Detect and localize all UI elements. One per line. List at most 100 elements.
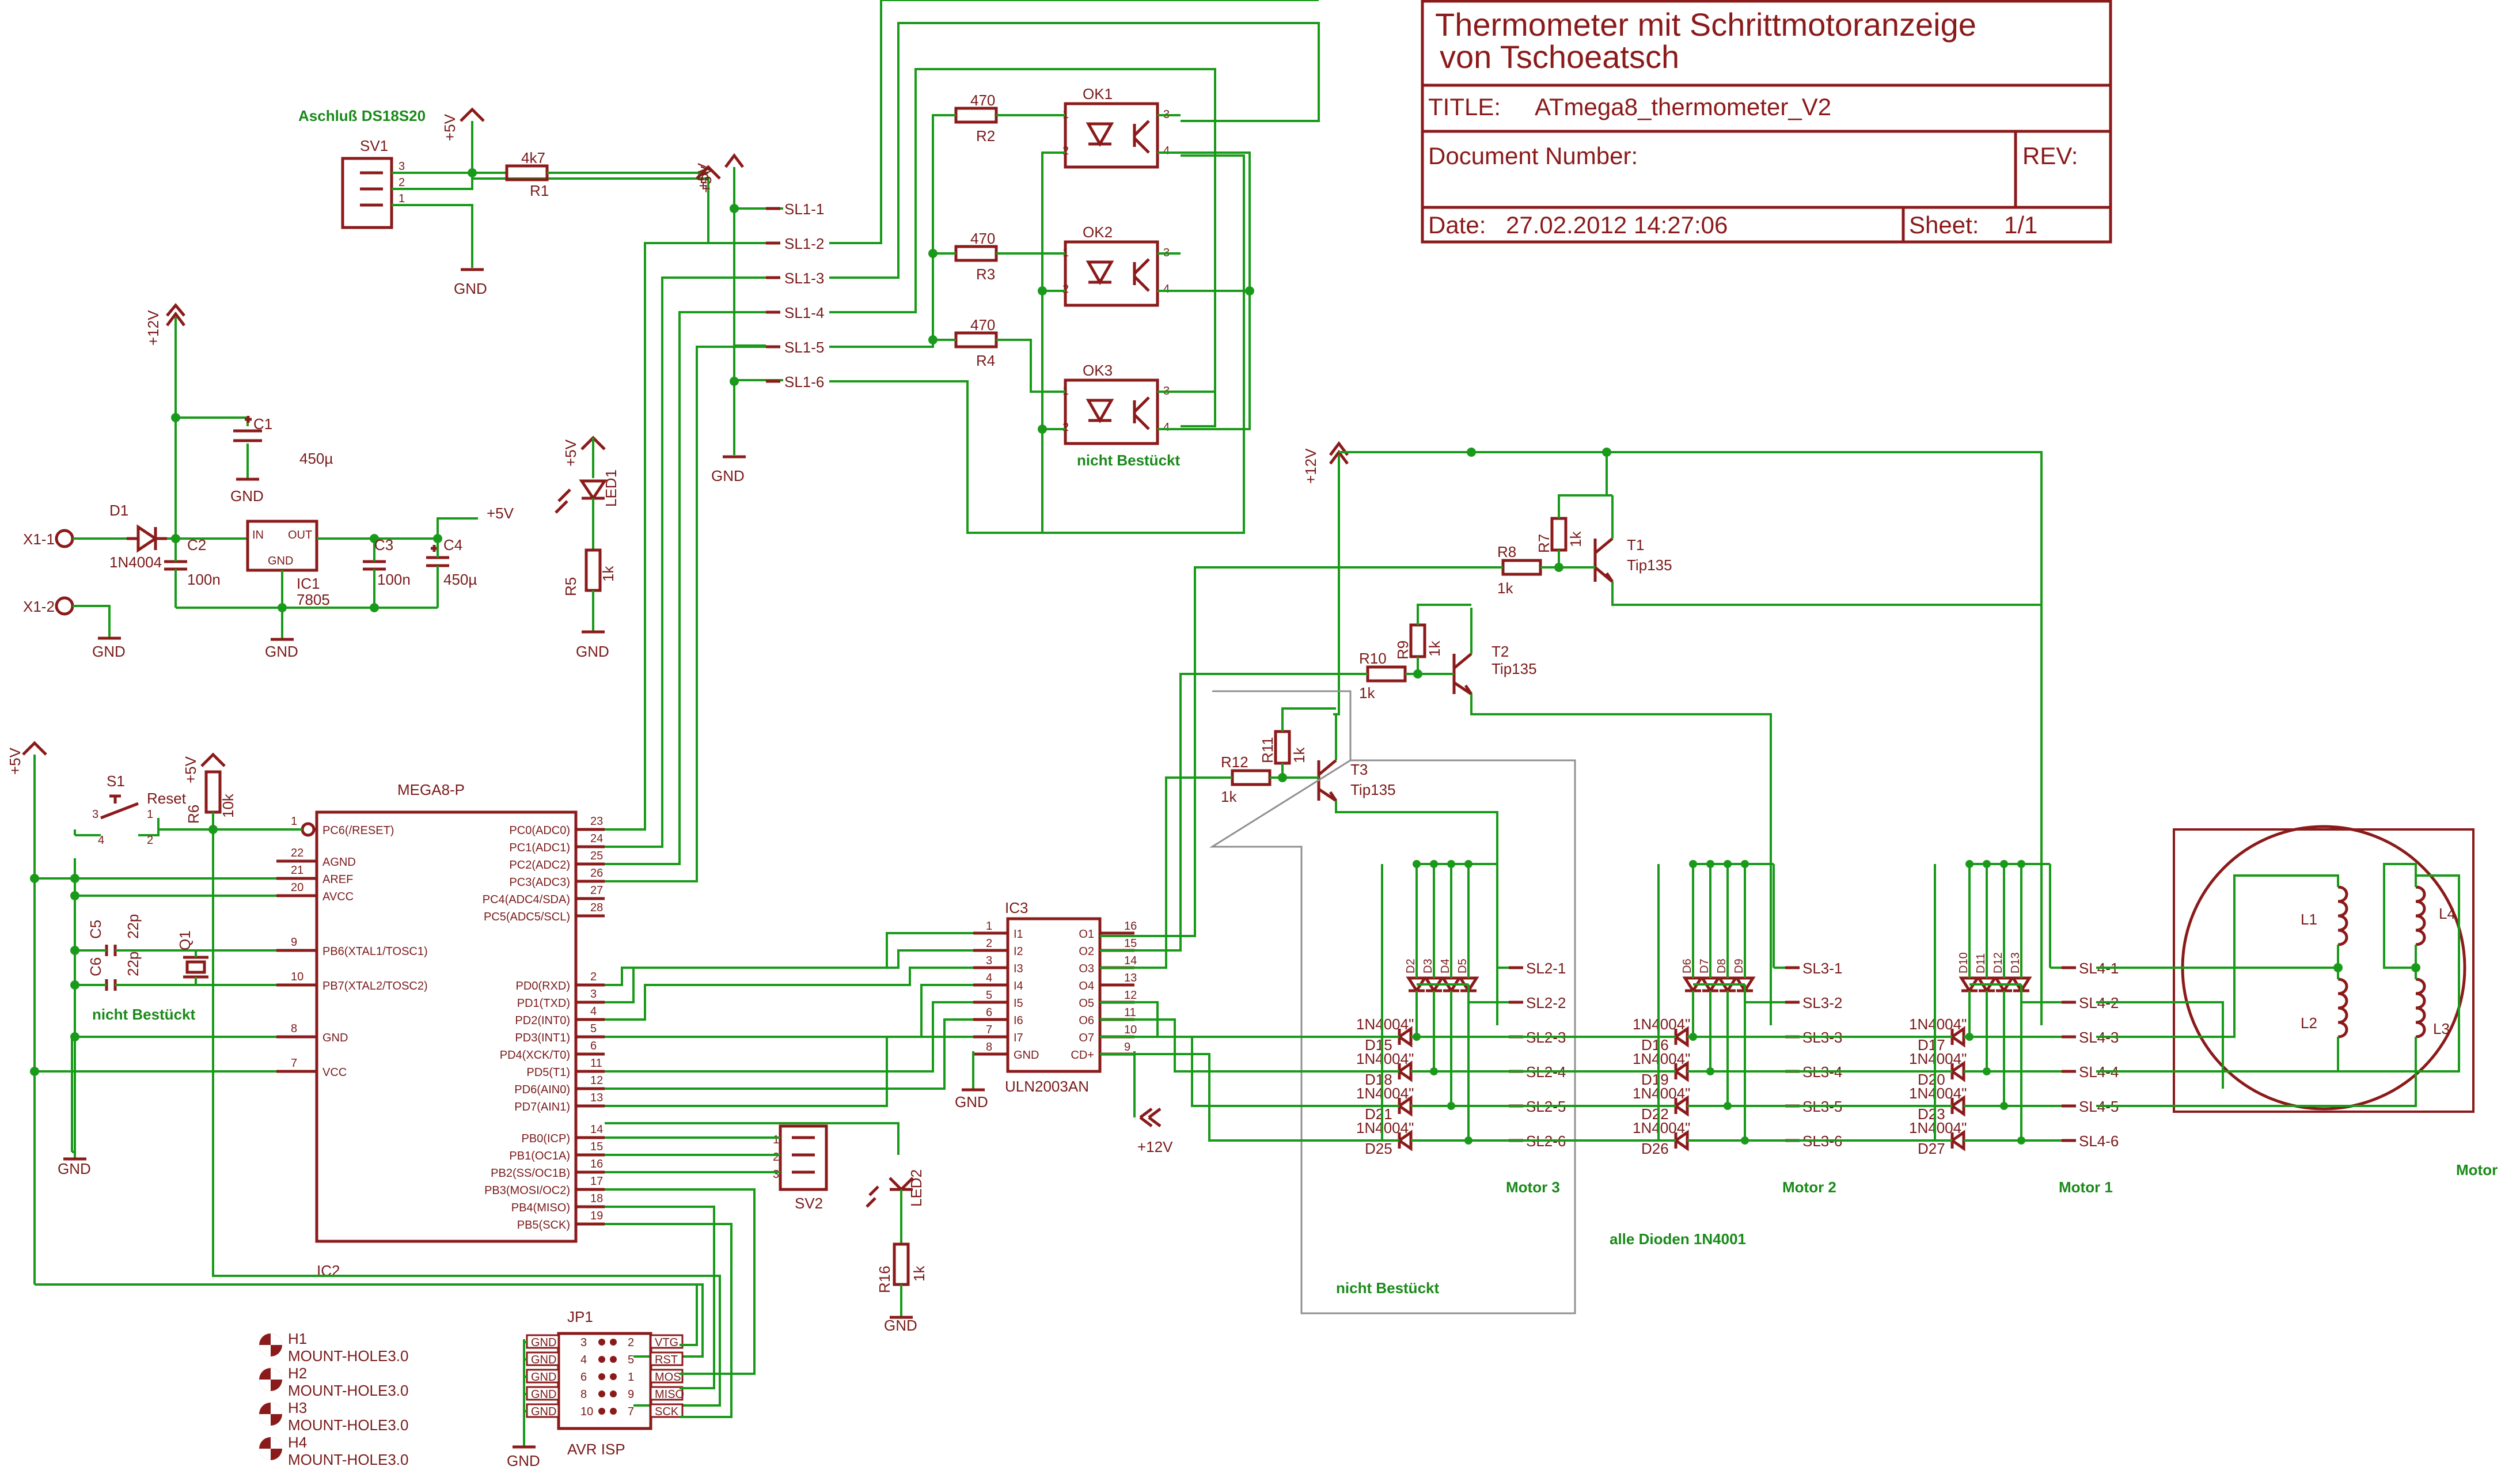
mega-pin-right: 18 [590, 1192, 603, 1205]
diode-type-label: 1N4004" [1356, 1119, 1414, 1136]
r16-resistor [893, 1242, 910, 1286]
optocouplers: OK1 1 2 3 4 OK2 1 2 3 4 OK3 1 2 3 4 nich… [928, 85, 1254, 533]
jp1-left-label: GND [531, 1336, 556, 1349]
uln-pinname-right: O1 [1079, 928, 1094, 941]
svg-text:SL1-5: SL1-5 [784, 339, 824, 356]
diode-label: D27 [1918, 1140, 1945, 1157]
title-line1: Thermometer mit Schrittmotoranzeige [1435, 6, 1976, 43]
svg-text:OK2: OK2 [1083, 223, 1113, 241]
svg-text:4k7: 4k7 [521, 149, 545, 166]
c1-cap [233, 416, 262, 442]
mega-pinname-right: PB0(ICP) [522, 1132, 570, 1145]
svg-text:2: 2 [1062, 421, 1069, 434]
mega-pinname-right: PD7(AIN1) [514, 1101, 570, 1113]
svg-text:+5V: +5V [441, 113, 458, 141]
svg-text:Tip135: Tip135 [1350, 781, 1396, 798]
sheet-label: Sheet: [1909, 211, 1979, 238]
mega-pinname-right: PB5(SCK) [517, 1219, 570, 1232]
svg-text:SL1-4: SL1-4 [784, 304, 824, 321]
diode-top-label: D8 [1716, 958, 1728, 973]
svg-text:C1: C1 [253, 415, 272, 433]
r4-resistor [954, 331, 998, 348]
uln-pinname-left: I1 [1014, 928, 1023, 941]
jp1-left-pin: 10 [580, 1405, 593, 1418]
ok1-optocoupler [1064, 102, 1159, 169]
svg-text:2: 2 [1062, 283, 1069, 295]
mega-pinname-left: GND [322, 1032, 348, 1044]
mega-pin-right: 26 [590, 867, 603, 880]
uln-pinname-left: GND [1014, 1049, 1039, 1062]
svg-text:+5V: +5V [6, 747, 24, 775]
mega-pin-left: 8 [291, 1022, 297, 1035]
uln-pinname-right: CD+ [1071, 1049, 1094, 1062]
sl1-connector: +5V GND SL1-1 SL1-2 SL1-3 SL1-4 SL1-5 SL… [605, 0, 1320, 882]
mega-pin-left: 20 [291, 881, 303, 894]
svg-text:SV1: SV1 [360, 137, 388, 154]
mega-pin-right: 6 [590, 1040, 597, 1052]
uln-pinname-right: O4 [1079, 980, 1094, 992]
svg-text:+5V: +5V [562, 439, 579, 467]
svg-text:C4: C4 [443, 536, 462, 554]
svg-text:1k: 1k [1221, 788, 1237, 805]
mega-pinname-left: AVCC [322, 891, 354, 903]
uln-pin-left: 6 [986, 1006, 992, 1019]
diode-top-label: D5 [1456, 958, 1469, 973]
uln-pinname-right: O7 [1079, 1032, 1094, 1044]
led2-group: LED2 R16 1k GND [866, 1169, 928, 1334]
mega-pinname-right: PD3(INT1) [515, 1032, 570, 1044]
svg-text:ULN2003AN: ULN2003AN [1005, 1078, 1089, 1095]
svg-text:1k: 1k [599, 566, 617, 582]
mega-pin-right: 2 [590, 971, 597, 983]
r2-resistor [954, 107, 998, 124]
svg-text:C5: C5 [87, 920, 104, 939]
svg-text:Q1: Q1 [176, 930, 193, 950]
ok3-optocoupler [1064, 378, 1159, 445]
svg-text:3: 3 [92, 808, 98, 821]
sl-pin-label: SL4-6 [2079, 1132, 2119, 1150]
svg-text:R8: R8 [1497, 543, 1516, 560]
svg-text:Tip135: Tip135 [1627, 556, 1672, 574]
svg-text:1: 1 [1062, 247, 1069, 259]
mega-pin-left: 1 [291, 815, 297, 828]
mega-pin-right: 23 [590, 815, 603, 828]
led1-group: +5V LED1 R5 1k GND [555, 435, 620, 660]
mega-pinname-right: PB2(SS/OC1B) [491, 1167, 570, 1180]
svg-text:1k: 1k [1497, 579, 1513, 597]
mega-pinname-right: PB3(MOSI/OC2) [484, 1184, 570, 1197]
jp1-left-label: GND [531, 1354, 556, 1366]
sl-pin-label: SL3-1 [1802, 960, 1842, 977]
diode-type-label: 1N4004" [1356, 1050, 1414, 1067]
jp1-left-pin: 4 [580, 1354, 587, 1366]
jp1-right-pin: 5 [628, 1354, 634, 1366]
mega8-body [315, 810, 578, 1243]
mega-pin-left: 7 [291, 1057, 297, 1070]
mega-pinname-right: PB4(MISO) [511, 1202, 570, 1214]
r11-resistor [1274, 730, 1291, 765]
uln-pin-left: 1 [986, 920, 992, 933]
diode-type-label: 1N4004" [1909, 1119, 1967, 1136]
mega-pin-right: 24 [590, 832, 603, 845]
jp1-left-label: GND [531, 1371, 556, 1384]
uln-pin-right: 16 [1124, 920, 1137, 933]
title-label: TITLE: [1428, 93, 1501, 120]
mega-pinname-right: PD5(T1) [526, 1066, 570, 1079]
svg-text:SL1-2: SL1-2 [784, 235, 824, 252]
svg-text:1: 1 [147, 808, 153, 821]
diode-label: D23 [1918, 1105, 1945, 1123]
mount-holes: H1 MOUNT-HOLE3.0 H2 MOUNT-HOLE3.0 H3 MOU… [259, 1330, 409, 1468]
svg-text:MOUNT-HOLE3.0: MOUNT-HOLE3.0 [288, 1382, 409, 1399]
svg-text:C6: C6 [87, 957, 104, 976]
mega-pin-right: 12 [590, 1074, 603, 1087]
svg-text:100n: 100n [377, 571, 411, 588]
svg-text:LED1: LED1 [602, 469, 620, 507]
svg-text:L4: L4 [2439, 905, 2456, 922]
jp1-right-label: MOSI [655, 1371, 684, 1384]
uln2003-body [1006, 917, 1102, 1073]
uln2003-ic: IC3 ULN2003AN 1I12I23I34I45I56I67I78GND … [605, 899, 1173, 1155]
jp1-left-pin: 3 [580, 1336, 587, 1349]
jp1-right-pin: 1 [628, 1371, 634, 1384]
uln-pinname-left: I3 [1014, 963, 1023, 975]
svg-text:GND: GND [507, 1452, 540, 1469]
mega-pinname-right: PC2(ADC2) [509, 859, 570, 871]
